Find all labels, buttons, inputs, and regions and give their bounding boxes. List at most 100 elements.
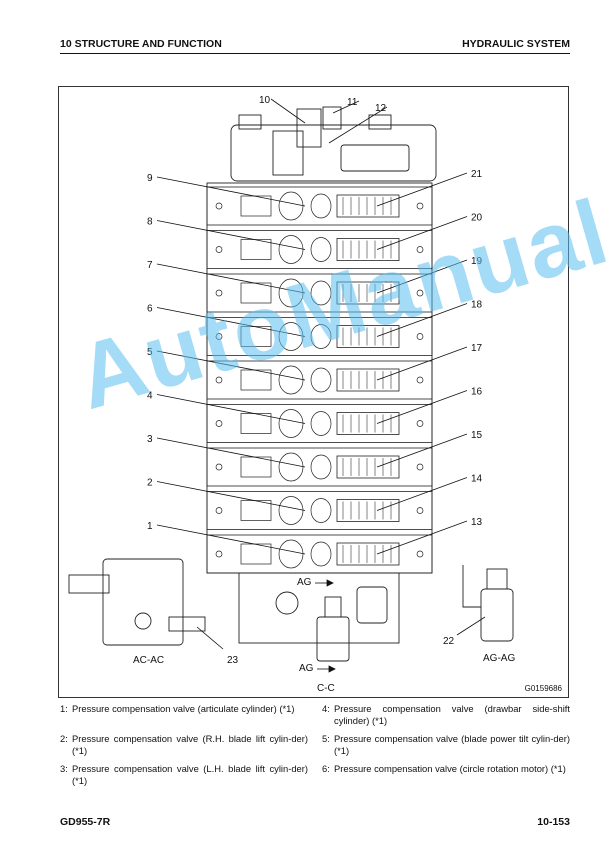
top-cover [230,124,437,182]
bolt-hole [215,550,223,558]
bolt-hole [416,420,424,427]
callout-label: 19 [471,256,483,267]
top-boss-left [238,114,262,130]
valve-section [206,230,433,269]
section-compensator [336,412,400,435]
section-chamber [310,411,332,436]
bolt-hole [215,289,223,297]
footer-page-number: 10-153 [537,816,570,828]
leader-line [156,437,306,468]
section-spool-left [240,326,272,347]
leader-line [376,477,468,511]
valve-section [206,491,433,530]
callout-label: 17 [471,343,483,354]
legend-item: 5: Pressure compensation valve (blade po… [322,733,570,757]
lower-port-left [275,591,299,615]
leader-line [376,172,468,207]
callout-label: 20 [471,213,483,224]
legend-number: 6: [322,763,330,774]
section-compensator [336,499,400,522]
section-spool-left [240,369,272,391]
bolt-hole [215,507,223,514]
section-compensator [336,368,400,392]
section-chamber [310,193,332,219]
valve-section [206,534,433,574]
valve-section [206,273,433,313]
leader-line [196,626,224,650]
leader-line [156,350,306,381]
section-chamber [278,539,304,569]
legend-text: Pressure compensation valve (articulate … [72,703,295,714]
cc-valve-cap [324,596,342,618]
callout-label: 2 [147,478,153,489]
bolt-hole [215,246,223,253]
section-chamber [278,278,304,308]
leader-line [376,433,468,468]
figure-id: G0159686 [524,684,562,693]
top-valve-10 [296,108,322,148]
section-compensator [336,238,400,261]
leader-line [156,176,306,207]
callout-label: 15 [471,430,483,441]
section-compensator [336,455,400,479]
ag-view-cap [486,568,508,590]
top-cartridge [340,144,410,172]
section-chamber [278,365,304,395]
ac-view-body [102,558,184,646]
ag-view-body [480,588,514,642]
callout-label: 5 [147,347,153,358]
valve-sections [206,186,433,574]
legend-text: Pressure compensation valve (L.H. blade … [72,763,308,786]
section-compensator [336,194,400,218]
valve-section [206,186,433,226]
section-chamber [278,452,304,482]
legend-item: 2: Pressure compensation valve (R.H. bla… [60,733,308,757]
callout-label: 8 [147,217,153,228]
section-label-ac: AC-AC [133,655,165,666]
callout-label: 18 [471,300,483,311]
section-chamber [278,322,304,351]
bolt-hole [416,246,424,253]
legend-text: Pressure compensation valve (blade power… [334,733,570,756]
legend-item: 6: Pressure compensation valve (circle r… [322,763,570,787]
header-chapter-title: HYDRAULIC SYSTEM [462,38,570,50]
legend-number: 2: [60,733,68,744]
bolt-hole [416,333,424,340]
ag-bottom-marker: AG [299,663,314,674]
leader-line [328,106,388,144]
legend-text: Pressure compensation valve (circle rota… [334,763,566,774]
leader-line [376,216,468,250]
legend-item: 4: Pressure compensation valve (drawbar … [322,703,570,727]
lower-body [238,572,400,644]
bolt-hole [416,507,424,514]
leader-line [376,303,468,337]
top-port [272,130,304,176]
valve-section [206,317,433,356]
bolt-hole [215,376,223,384]
section-chamber [310,280,332,306]
valve-body [68,106,514,662]
legend-number: 5: [322,733,330,744]
section-chamber [310,237,332,262]
section-arrows [315,579,336,673]
bolt-hole [215,420,223,427]
bolt-hole [416,289,424,297]
leader-line [376,259,468,294]
callout-label: 23 [227,655,239,666]
leader-line [270,98,306,124]
leader-line [156,524,306,555]
callout-label: 14 [471,474,483,485]
leader-lines [156,98,486,650]
callout-label: 9 [147,173,153,184]
callout-label: 3 [147,434,153,445]
section-chamber [278,496,304,525]
section-spool-left [240,413,272,434]
legend: 1: Pressure compensation valve (articula… [60,703,570,787]
callout-label: 1 [147,521,153,532]
callout-label: 22 [443,636,455,647]
callout-label: 13 [471,517,483,528]
callout-label: 4 [147,391,153,402]
